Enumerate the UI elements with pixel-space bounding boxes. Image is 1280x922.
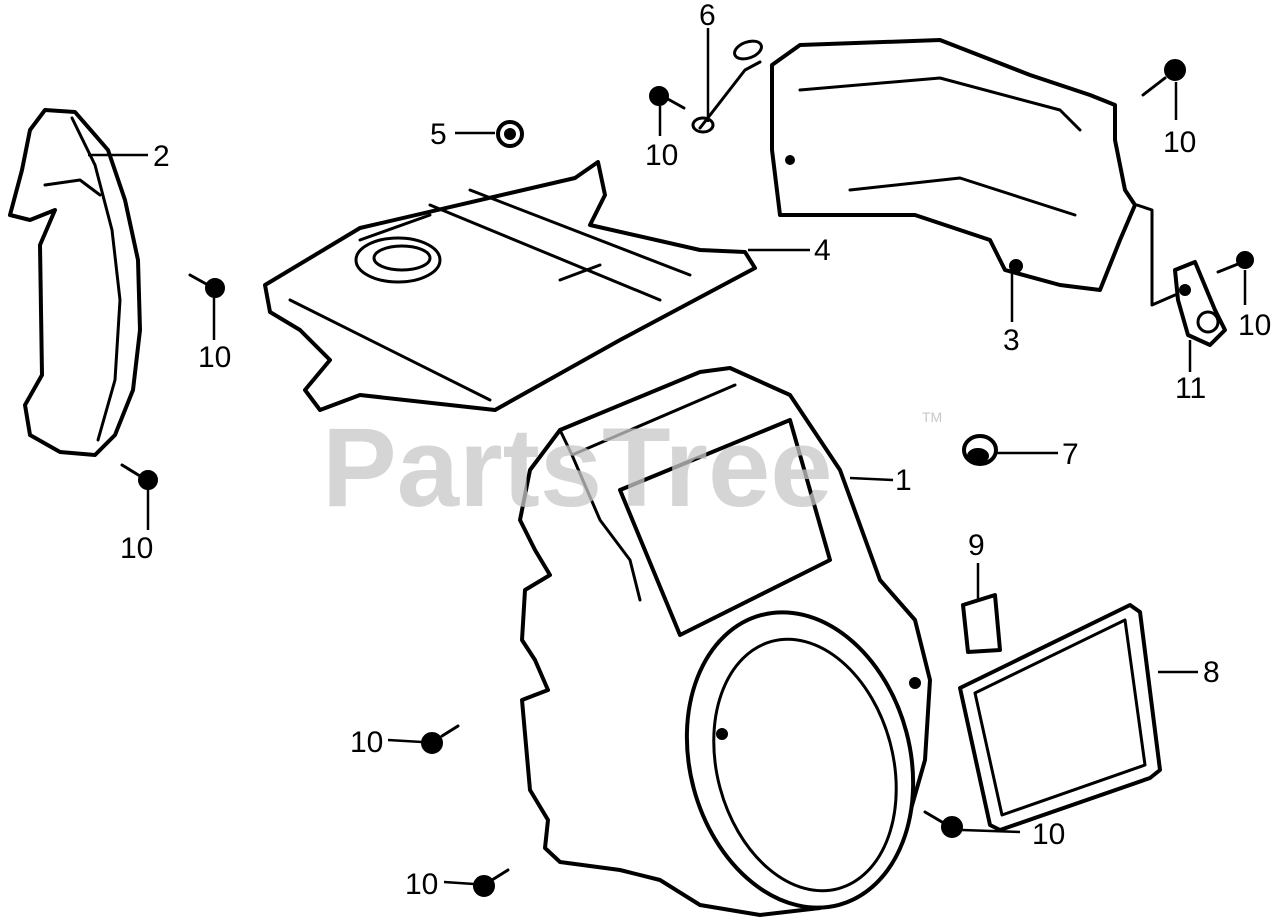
callout-10-f: 10 <box>350 726 383 759</box>
part-7-grommet <box>962 434 998 466</box>
part-6-clip <box>691 39 763 134</box>
part-2-side-shroud <box>8 108 142 457</box>
callout-10-c: 10 <box>645 139 678 172</box>
callout-6: 6 <box>699 0 716 32</box>
callout-2: 2 <box>153 140 170 173</box>
callout-9: 9 <box>968 529 985 562</box>
part-11-clamp <box>1135 203 1227 347</box>
callout-7: 7 <box>1062 438 1079 471</box>
part-3-upper-cover <box>770 38 1137 292</box>
callout-10-h: 10 <box>405 868 438 901</box>
callout-5: 5 <box>430 118 447 151</box>
bolt-10-b <box>120 463 158 490</box>
watermark-text: PartsTree <box>322 405 833 530</box>
bolt-10-a <box>188 273 225 298</box>
part-4-baffle-plate <box>263 160 757 412</box>
bolt-10-e <box>1216 251 1254 274</box>
callout-10-g: 10 <box>1032 818 1065 851</box>
bolt-10-h <box>473 868 510 897</box>
bolt-10-f <box>421 724 460 754</box>
callout-10-a: 10 <box>198 341 231 374</box>
bolt-10-d <box>1141 59 1186 97</box>
bolt-10-c <box>649 86 686 110</box>
callout-10-e: 10 <box>1238 309 1271 342</box>
callout-4: 4 <box>814 234 831 267</box>
part-9-small-plate <box>961 593 1002 654</box>
part-1-blower-housing <box>518 366 932 917</box>
callout-1: 1 <box>895 464 912 497</box>
part-5-nut <box>496 120 524 148</box>
callout-10-b: 10 <box>120 532 153 565</box>
callout-3: 3 <box>1003 324 1020 357</box>
callout-10-d: 10 <box>1163 126 1196 159</box>
bolt-10-g <box>923 810 963 838</box>
part-8-gasket <box>958 603 1162 832</box>
callout-8: 8 <box>1203 656 1220 689</box>
watermark-trademark: TM <box>922 409 942 425</box>
leader-lines <box>88 28 1247 886</box>
callout-11: 11 <box>1175 372 1206 405</box>
